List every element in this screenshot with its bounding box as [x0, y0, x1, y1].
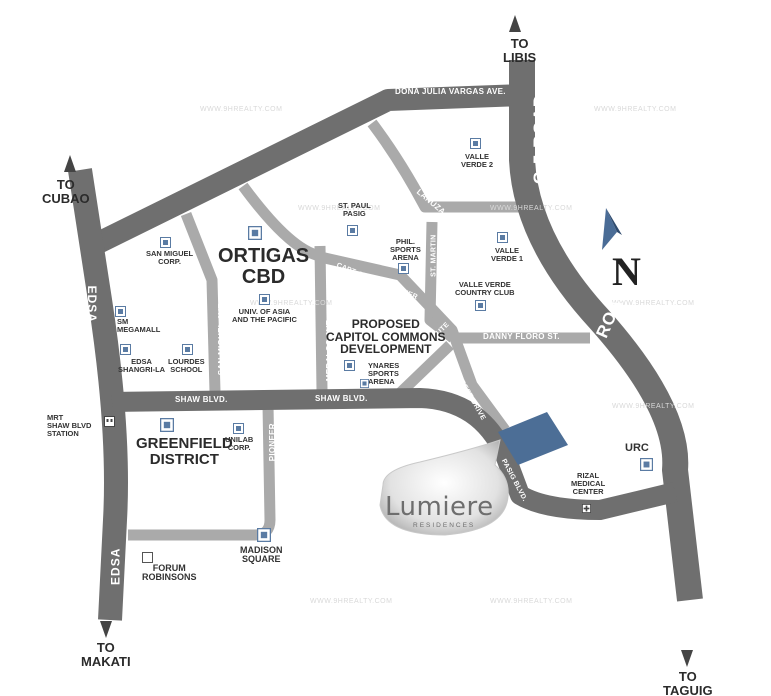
watermark: WWW.9HREALTY.COM [612, 403, 695, 410]
capt-henry-road [314, 250, 510, 434]
st-martin-road [424, 221, 457, 343]
watermark: WWW.9HREALTY.COM [310, 598, 393, 605]
building-icon [344, 360, 355, 371]
ortigas-cbd-label: ORTIGAS CBD [218, 245, 310, 288]
mall-icon [142, 552, 153, 563]
lanuza-road [367, 119, 528, 213]
watermark: WWW.9HREALTY.COM [612, 300, 695, 307]
school-icon [347, 225, 358, 236]
building-icon [160, 418, 174, 432]
school-icon [182, 344, 193, 355]
shaw-right-label: SHAW BLVD. [315, 394, 368, 403]
edsa-bottom-label: EDSA [108, 547, 123, 585]
north-arrow [602, 208, 617, 250]
building-icon [160, 237, 171, 248]
st-martin-label: ST. MARTIN [430, 234, 438, 277]
capt-henry-west [238, 182, 322, 262]
building-icon [470, 138, 481, 149]
arrow-up-libis [509, 15, 521, 32]
ynares-label: YNARES SPORTS ARENA [368, 361, 400, 386]
edsa-shangrila-label: EDSA SHANGRI-LA [118, 357, 166, 374]
lumiere-callout-bubble [379, 439, 509, 536]
univ-asia-label: UNIV. OF ASIA AND THE PACIFIC [232, 307, 297, 324]
lumiere-site-block [498, 412, 568, 465]
building-icon [497, 232, 508, 243]
to-taguig-label: TO TAGUIG [663, 669, 713, 696]
mall-icon [115, 306, 126, 317]
watermark: WWW.9HREALTY.COM [250, 300, 333, 307]
train-icon [104, 416, 115, 427]
valle-verde-1-label: VALLE VERDE 1 [491, 246, 524, 263]
lumiere-brand-sub: RESIDENCES [413, 522, 476, 529]
madison-square-label: MADISON SQUARE [240, 545, 283, 565]
watermark: WWW.9HREALTY.COM [594, 106, 677, 113]
stadium-icon [398, 263, 409, 274]
valle-verde-cc-label: VALLE VERDE COUNTRY CLUB [455, 280, 515, 297]
school-icon [259, 294, 270, 305]
lumiere-brand-name: Lumiere [385, 492, 494, 522]
st-paul-label: ST. PAUL PASIG [338, 201, 371, 218]
edsa-top-label: EDSA [84, 285, 99, 323]
ortigas-building-icon [248, 226, 262, 240]
stadium-icon [360, 379, 369, 388]
watermark: WWW.9HREALTY.COM [298, 205, 381, 212]
lourdes-school-label: LOURDES SCHOOL [168, 357, 205, 374]
pioneer-label: PIONEER [267, 423, 277, 462]
c5-road [509, 60, 703, 602]
dona-julia-road [83, 84, 525, 258]
building-icon [475, 300, 486, 311]
sm-megamall-label: SM MEGAMALL [117, 317, 161, 334]
c5-top-label: C-5 ROAD [530, 93, 550, 185]
urc-label: URC [625, 442, 649, 454]
danny-floro-label: DANNY FLORO ST. [483, 332, 560, 341]
shaw-road [111, 388, 678, 520]
rizal-medical-label: RIZAL MEDICAL CENTER [571, 471, 606, 496]
arrow-up-cubao [64, 155, 76, 172]
to-makati-label: TO MAKATI [81, 640, 131, 669]
to-libis-label: TO LIBIS [503, 36, 537, 65]
unilab-label: UNILAB CORP. [225, 435, 254, 452]
proposed-capitol-commons-label: PROPOSED CAPITOL COMMONS DEVELOPMENT [326, 317, 446, 357]
phil-sports-label: PHIL. SPORTS ARENA [390, 237, 421, 262]
watermark: WWW.9HREALTY.COM [490, 598, 573, 605]
san-miguel-ave-label: SAN MIGUEL AVE [216, 303, 226, 376]
hospital-icon [582, 504, 591, 513]
san-miguel-road [180, 211, 221, 393]
arrow-down-makati [100, 621, 112, 638]
hotel-icon [120, 344, 131, 355]
building-icon [257, 528, 271, 542]
watermark: WWW.9HREALTY.COM [200, 106, 283, 113]
dona-julia-top-label: DOÑA JULIA VARGAS AVE. [395, 87, 506, 96]
building-icon [233, 423, 244, 434]
meralco-road [314, 245, 328, 391]
to-cubao-label: TO CUBAO [42, 177, 90, 206]
arrow-down-taguig [681, 650, 693, 667]
shaw-left-label: SHAW BLVD. [175, 395, 228, 404]
greenfield-district-label: GREENFIELD DISTRICT [136, 435, 233, 468]
watermark: WWW.9HREALTY.COM [490, 205, 573, 212]
christian-route-road [394, 341, 454, 399]
north-label: N [612, 249, 641, 294]
building-icon [640, 458, 653, 471]
san-miguel-corp-label: SAN MIGUEL CORP. [146, 249, 194, 266]
forum-robinsons-label: FORUM ROBINSONS [142, 563, 197, 583]
pioneer-road [128, 404, 276, 541]
mrt-station-label: MRT SHAW BLVD STATION [47, 413, 92, 438]
valle-verde-2-label: VALLE VERDE 2 [461, 152, 494, 169]
